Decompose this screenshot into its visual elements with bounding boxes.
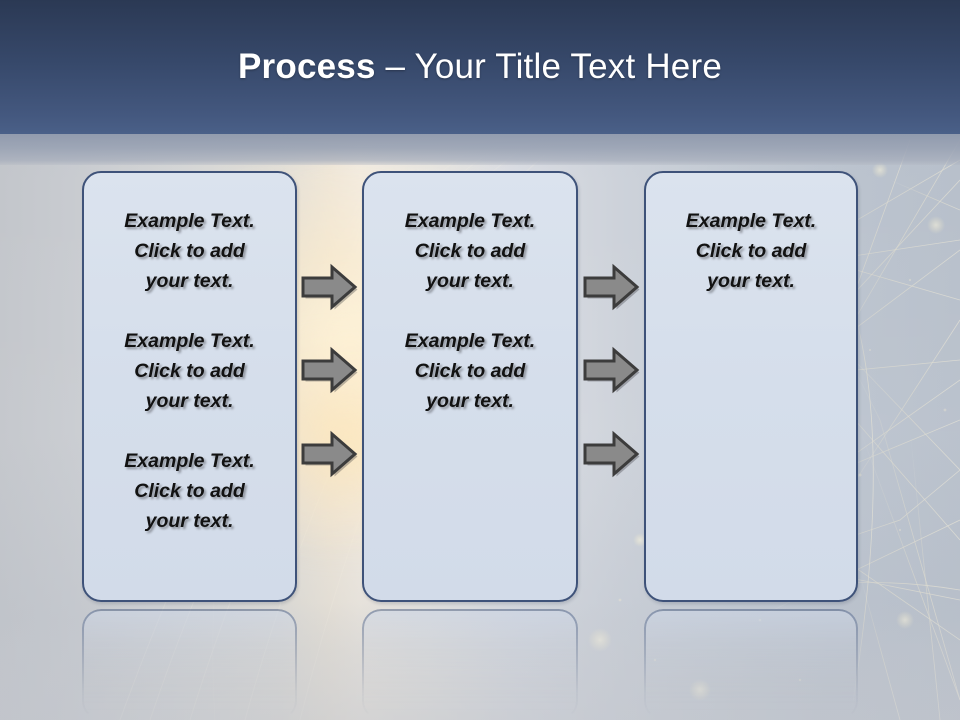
arrow-right-icon: [583, 346, 640, 394]
arrow-right-2c[interactable]: [583, 430, 640, 478]
process-box-3[interactable]: Example Text. Click to add your text.: [644, 171, 858, 602]
arrow-right-icon: [301, 430, 358, 478]
page-title-bold: Process: [238, 47, 376, 86]
process-box-1[interactable]: Example Text. Click to add your text. Ex…: [82, 171, 297, 602]
process-box-3-paragraph-1[interactable]: Example Text. Click to add your text.: [685, 210, 817, 292]
slide-header-divider: [0, 134, 960, 165]
arrow-right-icon: [301, 263, 358, 311]
process-box-2-paragraph-1[interactable]: Example Text. Click to add your text.: [404, 210, 536, 292]
process-box-1-paragraph-2[interactable]: Example Text. Click to add your text.: [124, 330, 255, 412]
arrow-right-icon: [583, 263, 640, 311]
process-box-2-paragraph-2[interactable]: Example Text. Click to add your text.: [404, 330, 536, 412]
arrow-right-1b[interactable]: [301, 346, 358, 394]
slide-header-bar: [0, 0, 960, 134]
process-box-1-paragraph-1[interactable]: Example Text. Click to add your text.: [124, 210, 255, 292]
process-box-1-reflection: [82, 609, 297, 720]
arrow-right-icon: [583, 430, 640, 478]
arrow-right-1c[interactable]: [301, 430, 358, 478]
process-box-1-paragraph-3[interactable]: Example Text. Click to add your text.: [124, 450, 255, 532]
arrow-right-2b[interactable]: [583, 346, 640, 394]
process-box-2[interactable]: Example Text. Click to add your text. Ex…: [362, 171, 578, 602]
process-box-2-reflection: [362, 609, 578, 720]
arrow-right-icon: [301, 346, 358, 394]
page-title: Process – Your Title Text Here: [0, 0, 960, 134]
page-title-rest: – Your Title Text Here: [375, 47, 722, 86]
arrow-right-1a[interactable]: [301, 263, 358, 311]
process-box-3-reflection: [644, 609, 858, 720]
arrow-right-2a[interactable]: [583, 263, 640, 311]
